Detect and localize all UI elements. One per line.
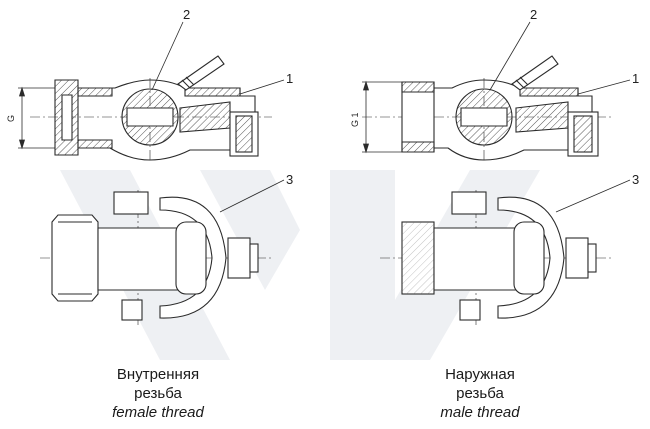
right-dimension-label: G 1 (350, 112, 360, 127)
right-dimension-g1 (362, 80, 402, 154)
left-caption: Внутренняя резьба female thread (48, 365, 268, 422)
left-caption-en: female thread (112, 404, 204, 421)
left-dimension-g (18, 86, 55, 150)
right-caption-ru-2: резьба (456, 385, 504, 402)
left-callout-2: 2 (183, 7, 190, 22)
left-dimension-label: G (6, 115, 16, 122)
left-caption-ru-1: Внутренняя (116, 366, 200, 383)
left-callout-1: 1 (286, 71, 293, 86)
right-callout-3: 3 (632, 172, 639, 187)
left-caption-ru-2: резьба (134, 385, 182, 402)
right-caption-ru-1: Наружная (445, 366, 515, 383)
right-callout-1: 1 (632, 71, 639, 86)
left-section-view (30, 55, 272, 161)
right-callout-2: 2 (530, 7, 537, 22)
right-section-view (362, 55, 612, 161)
right-callout-leaders (489, 21, 631, 213)
left-callout-3: 3 (286, 172, 293, 187)
left-top-view (40, 190, 272, 325)
right-caption: Наружная резьба male thread (370, 365, 590, 422)
left-callout-leaders (151, 21, 285, 213)
right-caption-en: male thread (440, 404, 520, 421)
right-top-view (380, 190, 612, 325)
